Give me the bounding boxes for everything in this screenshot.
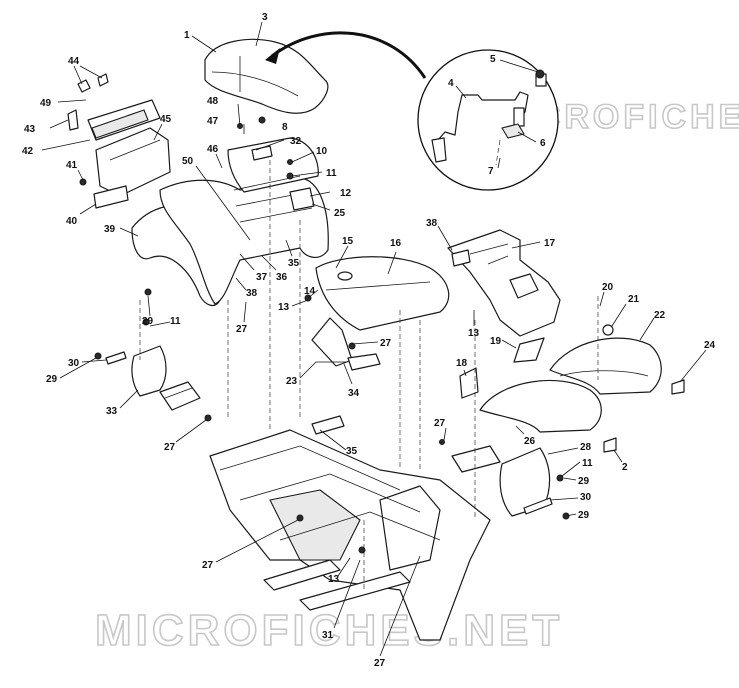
callout-38b: 38	[426, 218, 438, 229]
callout-43: 43	[24, 124, 36, 135]
callout-17: 17	[544, 238, 556, 249]
callout-15: 15	[342, 236, 354, 247]
callout-29c: 29	[578, 476, 590, 487]
callout-32: 32	[290, 136, 302, 147]
front-console	[447, 229, 561, 337]
callout-33: 33	[106, 406, 118, 417]
callout-26: 26	[524, 436, 536, 447]
callout-18: 18	[456, 358, 468, 369]
callout-11a: 11	[326, 168, 337, 179]
decal-19	[513, 337, 545, 363]
seat-latch-detail	[417, 49, 559, 191]
callout-13a: 13	[278, 302, 290, 313]
mud-flap-right	[451, 445, 553, 517]
callout-27d: 27	[434, 418, 446, 429]
decal-24	[671, 379, 685, 395]
callout-3: 3	[262, 12, 268, 23]
seat	[204, 38, 329, 114]
callout-38a: 38	[246, 288, 258, 299]
callout-45: 45	[160, 114, 172, 125]
watermark-bottom: MICROFICHES.NET	[95, 606, 563, 655]
callout-46: 46	[207, 144, 219, 155]
callout-13c: 13	[328, 574, 340, 585]
callout-27b: 27	[164, 442, 176, 453]
fender-support-23-34	[311, 317, 381, 371]
front-fender-right	[549, 337, 662, 395]
callout-13b: 13	[468, 328, 480, 339]
callout-24: 24	[704, 340, 716, 351]
callout-25: 25	[334, 208, 346, 219]
callout-27c: 27	[380, 338, 392, 349]
callout-10: 10	[316, 146, 328, 157]
callout-11c: 11	[582, 458, 593, 469]
leader-lines	[41, 21, 707, 657]
callout-11b: 11	[170, 316, 181, 327]
callout-20: 20	[602, 282, 614, 293]
callout-27a: 27	[236, 324, 248, 335]
callout-49: 49	[40, 98, 52, 109]
callout-39: 39	[104, 224, 116, 235]
alignment-lines	[139, 160, 599, 590]
front-fender-left	[479, 379, 602, 433]
callout-29b: 29	[46, 374, 58, 385]
callout-6: 6	[540, 138, 546, 149]
reflector-2	[603, 437, 617, 453]
callout-36: 36	[276, 272, 288, 283]
callout-40: 40	[66, 216, 78, 227]
callout-30a: 30	[68, 358, 80, 369]
front-panel	[315, 256, 450, 331]
callout-labels: 3 1 44 49 43 42 45 41 40 48 47 8 46 50 3…	[22, 12, 716, 669]
callout-29a: 29	[142, 316, 154, 327]
hardware	[79, 69, 614, 554]
callout-5: 5	[490, 54, 496, 65]
callout-27e: 27	[202, 560, 214, 571]
callout-27f: 27	[374, 658, 386, 669]
callout-28: 28	[580, 442, 592, 453]
callout-19: 19	[490, 336, 502, 347]
callout-4: 4	[448, 78, 454, 89]
reflector-18	[459, 367, 479, 399]
callout-14: 14	[304, 286, 316, 297]
callout-12: 12	[340, 188, 352, 199]
callout-7: 7	[488, 166, 494, 177]
callout-44: 44	[68, 56, 80, 67]
callout-16: 16	[390, 238, 402, 249]
callout-1: 1	[184, 30, 190, 41]
callout-29d: 29	[578, 510, 590, 521]
callout-34: 34	[348, 388, 360, 399]
callout-22: 22	[654, 310, 666, 321]
detail-arrow	[271, 31, 427, 79]
mud-flap-left	[105, 345, 201, 411]
callout-8: 8	[282, 122, 288, 133]
callout-21: 21	[628, 294, 640, 305]
frame	[209, 415, 491, 641]
callout-35a: 35	[288, 258, 300, 269]
callout-30b: 30	[580, 492, 592, 503]
callout-47: 47	[207, 116, 219, 127]
callout-37: 37	[256, 272, 268, 283]
callout-48: 48	[207, 96, 219, 107]
callout-2: 2	[622, 462, 628, 473]
callout-41: 41	[66, 160, 78, 171]
callout-35b: 35	[346, 446, 358, 457]
callout-31: 31	[322, 630, 334, 641]
callout-42: 42	[22, 146, 34, 157]
callout-23: 23	[286, 376, 298, 387]
callout-50: 50	[182, 156, 194, 167]
detail-arrow-head	[265, 48, 280, 64]
